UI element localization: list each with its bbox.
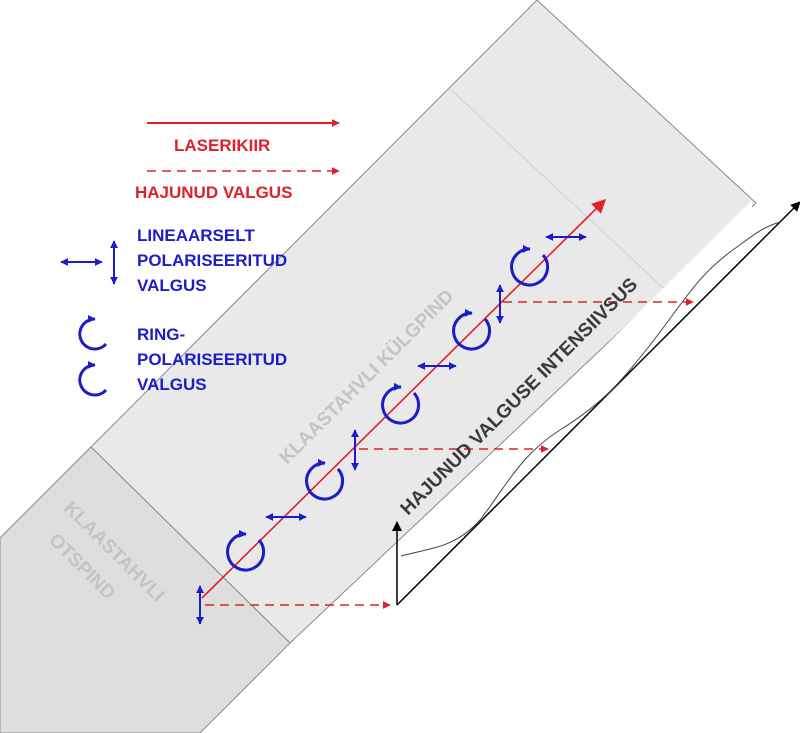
ring-arrow-icon <box>226 529 266 572</box>
intensity-curve <box>400 221 781 557</box>
legend-scattered-label: HAJUNUD VALGUS <box>135 183 292 202</box>
legend-circular-label-1: RING- <box>137 325 185 344</box>
legend-ring-arrow-icon <box>78 314 108 351</box>
legend-linear-label-2: POLARISEERITUD <box>137 251 287 270</box>
glass-plate-end <box>0 446 291 733</box>
linear-polarization-markers <box>196 233 587 625</box>
ring-arrow-icon <box>381 382 421 425</box>
legend-circular-label-2: POLARISEERITUD <box>137 350 287 369</box>
legend-ring-arrow-icon <box>78 360 108 397</box>
glass-plate-inner-edge <box>448 87 677 301</box>
legend: LASERIKIIR HAJUNUD VALGUS LINEAARSELT PO… <box>60 119 340 397</box>
ring-arrow-icon <box>305 458 345 501</box>
legend-linear-label-3: VALGUS <box>137 276 207 295</box>
graph-background <box>398 200 752 556</box>
laser-beam <box>201 199 606 599</box>
graph-x-axis <box>396 201 800 606</box>
legend-laser-label: LASERIKIIR <box>174 136 270 155</box>
ring-arrow-icon <box>510 244 550 287</box>
legend-linear-label-1: LINEAARSELT <box>137 226 255 245</box>
ring-arrow-icon <box>452 308 492 351</box>
ring-polarization-markers <box>226 244 550 572</box>
legend-circular-label-3: VALGUS <box>137 375 207 394</box>
